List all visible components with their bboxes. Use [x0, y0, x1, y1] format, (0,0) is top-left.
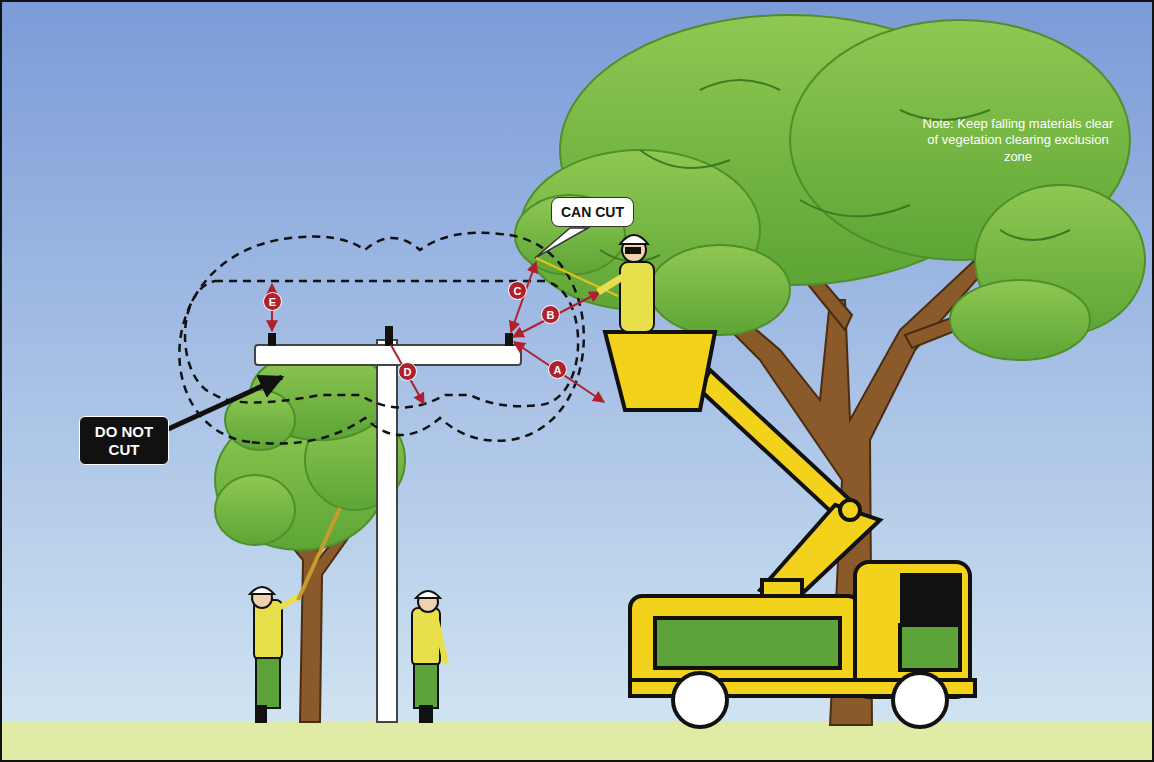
note-text: Note: Keep falling materials clear of ve…: [918, 116, 1118, 165]
callout-text: E: [269, 296, 276, 308]
callout-text: D: [404, 366, 412, 378]
text-stack: C: [514, 285, 522, 297]
callout-letter: B: [541, 305, 560, 324]
text-stack: DO NOT CUT: [89, 423, 159, 458]
callout-letter: A: [548, 360, 567, 379]
cut-callout: CAN CUT: [551, 197, 634, 227]
text-stack: B: [547, 309, 555, 321]
callout-text: DO NOT CUT: [89, 423, 159, 458]
callout-letter: C: [508, 281, 527, 300]
do-not-cut-callout: DO NOT CUT: [79, 416, 169, 465]
text-stack: A: [554, 364, 562, 376]
callout-letter: E: [263, 292, 282, 311]
callout-text: A: [554, 364, 562, 376]
callout-text: C: [514, 285, 522, 297]
text-stack: CAN CUT: [561, 204, 624, 220]
text-stack: E: [269, 296, 276, 308]
text-stack: D: [404, 366, 412, 378]
callout-text: CAN CUT: [561, 204, 624, 220]
callout-letter: D: [398, 362, 417, 381]
callout-text: B: [547, 309, 555, 321]
